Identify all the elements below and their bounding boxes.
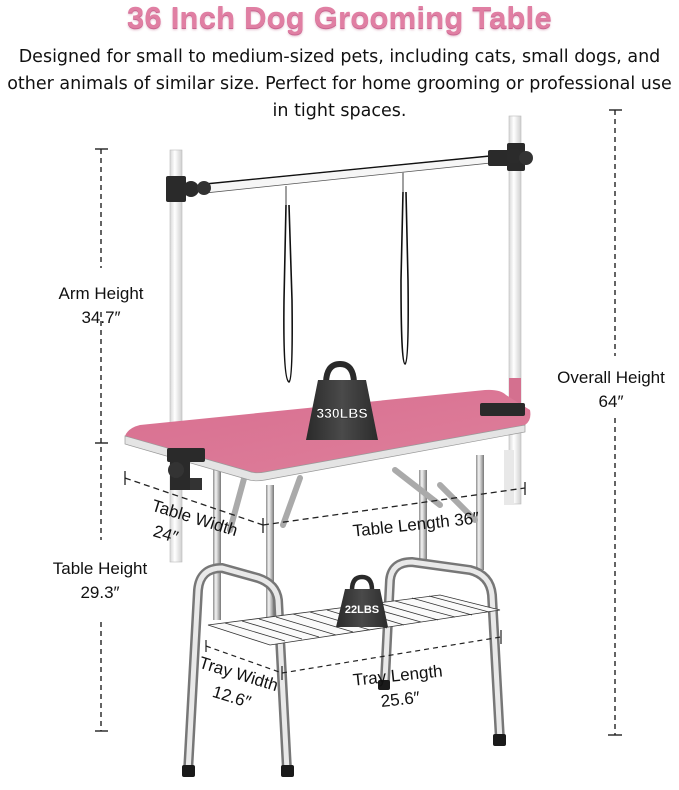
left-dimension-line [95,148,108,732]
left-crossbar-clamp [166,176,211,202]
right-crossbar-clamp [488,143,533,171]
weight-330lbs-icon: 330LBS [306,360,378,440]
right-arm-pole [508,115,522,505]
overall-height-label: Overall Height 64″ [540,366,679,414]
arm-height-title: Arm Height [58,284,144,303]
left-table-clamp [167,448,205,490]
overall-height-title: Overall Height [557,368,665,387]
crossbar [204,154,501,194]
lower-frame [183,556,505,777]
description-text: Designed for small to medium-sized pets,… [7,47,672,121]
arm-height-label: Arm Height 34.7″ [38,282,164,330]
rubber-feet [182,680,506,777]
overall-height-value: 64″ [598,392,624,411]
right-dimension-line [608,109,622,736]
table-legs [213,450,514,625]
table-height-value: 29.3″ [80,583,120,602]
grooming-loop-right [400,172,409,365]
right-pole-base-clamp [480,403,525,416]
svg-text:22LBS: 22LBS [345,604,379,616]
svg-text:330LBS: 330LBS [316,405,367,421]
weight-22lbs-icon: 22LBS [336,574,388,627]
tray-length-dimension [281,630,502,674]
table-height-title: Table Height [52,559,148,578]
product-description: Designed for small to medium-sized pets,… [0,44,679,125]
arm-height-value: 34.7″ [81,308,121,327]
folding-braces [227,467,478,533]
table-height-label: Table Height 29.3″ [30,557,170,605]
page-title: 36 Inch Dog Grooming Table [127,0,552,35]
table-length-dimension [262,482,526,526]
grooming-loop-left [283,186,293,383]
table-width-dimension [124,471,264,533]
